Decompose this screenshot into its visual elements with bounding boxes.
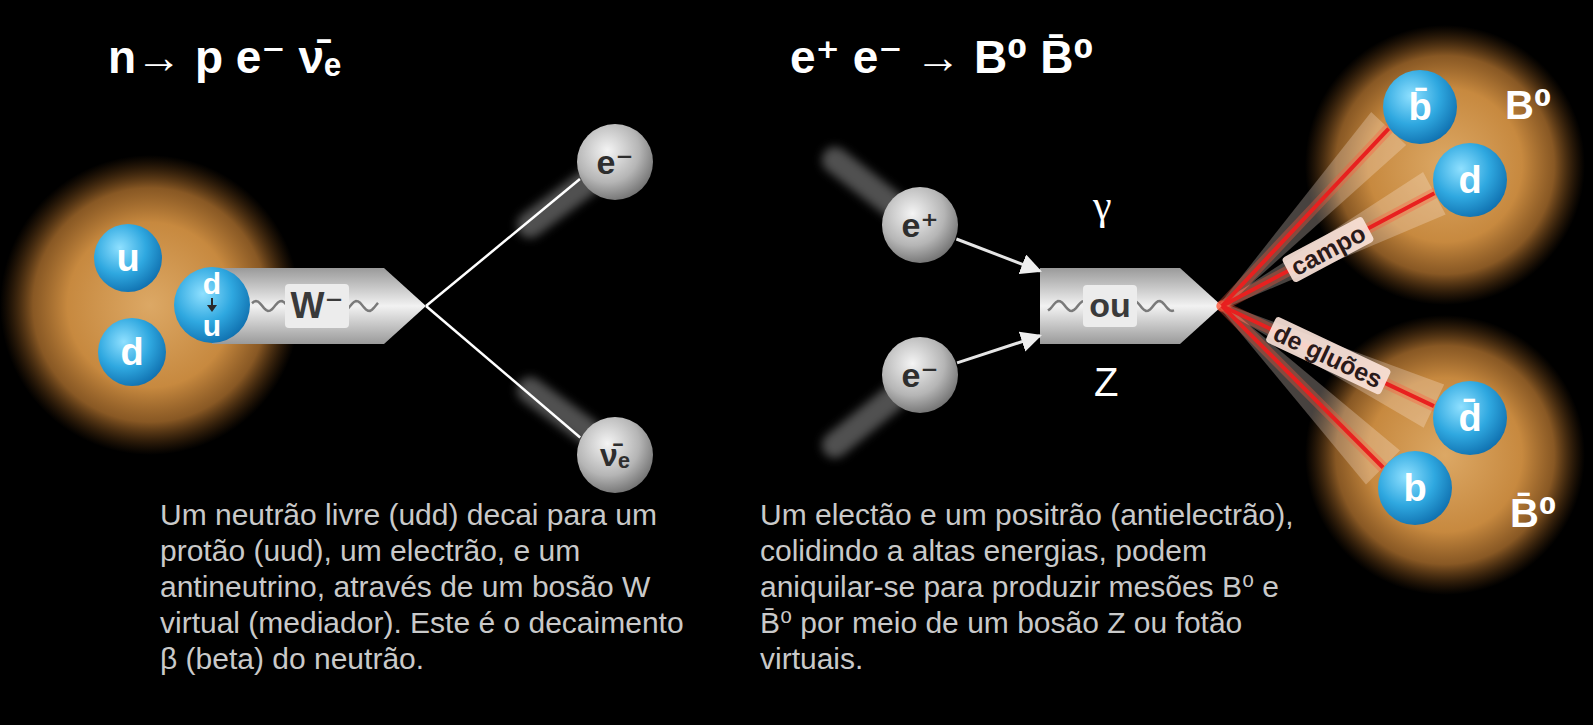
particle-symbol: e⁻ — [902, 358, 939, 392]
circle-fill — [577, 417, 653, 493]
particle-symbol: d̄ — [1458, 399, 1481, 437]
particle-symbol: d — [203, 269, 221, 299]
quark-circle: du — [174, 267, 250, 343]
boson-band: ou — [1040, 268, 1222, 344]
motion-trail — [835, 398, 893, 445]
reaction-formula-box: e⁺ e⁻ → B⁰ B̄⁰ — [790, 32, 1094, 83]
arrow-shaft — [211, 298, 213, 306]
particle-ball: e⁻ — [882, 337, 958, 413]
boson-name: ou — [1083, 285, 1137, 326]
particle-symbol: e⁺ — [902, 208, 939, 242]
motion-trail — [530, 390, 588, 432]
particle-symbol: d — [120, 333, 143, 371]
particle-line — [426, 179, 580, 306]
quark-circle: u — [94, 224, 162, 292]
circle-fill — [1433, 381, 1507, 455]
circle-fill — [1383, 70, 1457, 144]
reaction-formula-box: n→ p e⁻ ν̄ₑ — [108, 32, 341, 83]
circle-fill — [1433, 143, 1507, 217]
boson-symbol: Z — [1094, 360, 1118, 404]
arrow-head — [207, 305, 217, 312]
circle-fill — [174, 267, 250, 343]
particle-line — [426, 306, 580, 437]
particle-symbol: u — [116, 239, 139, 277]
quark-circle: d̄ — [1433, 381, 1507, 455]
particle-arrow — [956, 239, 1040, 271]
boson-symbol-box: Z — [1094, 360, 1118, 404]
caption-text-box: Um electão e um positrão (antielectrão),… — [760, 497, 1305, 677]
caption-text-box: Um neutrão livre (udd) decai para um pro… — [160, 497, 705, 677]
boson-symbol-box: γ — [1093, 182, 1112, 228]
particle-symbol: b — [1403, 469, 1426, 507]
motion-trail — [530, 182, 588, 225]
circle-fill — [882, 337, 958, 413]
boson-symbol: γ — [1093, 182, 1112, 228]
boson-name: W⁻ — [285, 284, 350, 328]
band-fill — [212, 268, 426, 344]
particle-ball: e⁺ — [882, 187, 958, 263]
circle-fill — [1378, 451, 1452, 525]
reaction-formula: n→ p e⁻ ν̄ₑ — [108, 31, 341, 83]
quark-circle: d — [1433, 143, 1507, 217]
particle-ball: e⁻ — [577, 124, 653, 200]
meson-name: B̄⁰ — [1510, 493, 1556, 533]
quark-circle: d — [98, 318, 166, 386]
circle-fill — [882, 187, 958, 263]
particle-arrow — [957, 336, 1040, 363]
flavour-change-arrow — [206, 298, 218, 312]
particle-symbol: e⁻ — [597, 145, 634, 179]
particle-symbol: b̄ — [1408, 88, 1431, 126]
band-fill — [1040, 268, 1222, 344]
circle-fill — [577, 124, 653, 200]
particle-symbol: u — [203, 311, 221, 341]
connectors — [426, 129, 1434, 468]
caption-text: Um electão e um positrão (antielectrão),… — [760, 498, 1294, 675]
quark-circle: b̄ — [1383, 70, 1457, 144]
particle-symbol: ν̄ₑ — [600, 439, 630, 471]
particle-ball: ν̄ₑ — [577, 417, 653, 493]
meson-blob: B⁰ b̄ d — [1305, 25, 1585, 305]
motion-trail — [835, 160, 893, 205]
blob-fill — [1305, 25, 1585, 305]
reaction-formula: e⁺ e⁻ → B⁰ B̄⁰ — [790, 31, 1094, 83]
meson-name: B⁰ — [1505, 85, 1551, 125]
circle-fill — [98, 318, 166, 386]
particle-symbol: d — [1458, 161, 1481, 199]
caption-text: Um neutrão livre (udd) decai para um pro… — [160, 498, 684, 675]
quark-circle: b — [1378, 451, 1452, 525]
circle-fill — [94, 224, 162, 292]
